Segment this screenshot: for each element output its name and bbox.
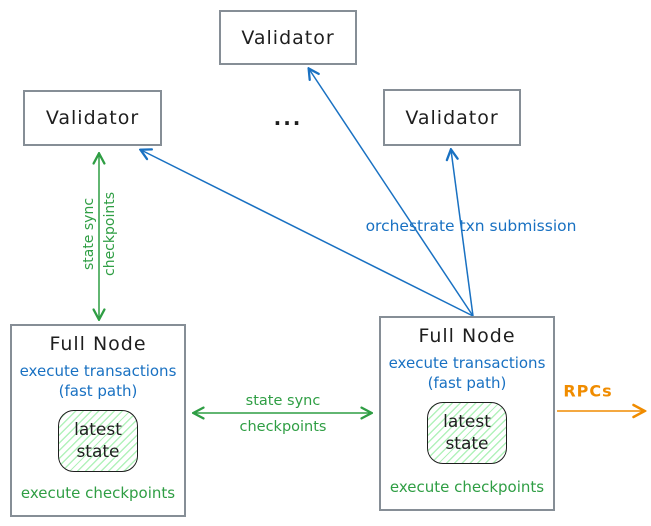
- full-node-box-right: Full Node execute transactions (fast pat…: [379, 316, 555, 511]
- validator-box-right: Validator: [383, 89, 521, 146]
- full-node-title: Full Node: [49, 333, 147, 355]
- validator-label: Validator: [405, 106, 499, 129]
- latest-state-box: latest state: [427, 402, 507, 464]
- state-sync-horizontal-label-line2: checkpoints: [239, 419, 327, 435]
- validator-label: Validator: [241, 26, 335, 49]
- execute-checkpoints-label: execute checkpoints: [389, 478, 545, 496]
- execute-transactions-label: execute transactions: [19, 362, 177, 380]
- state-sync-vertical-label-line2: checkpoints: [102, 192, 118, 276]
- state-sync-horizontal-label: state sync checkpoints: [240, 388, 327, 440]
- state-sync-vertical-label-line1: state sync: [81, 197, 97, 271]
- rpcs-label: RPCs: [563, 381, 613, 401]
- orchestrate-txn-submission-label: orchestrate txn submission: [365, 217, 577, 235]
- orchestrate-arrow-to-top-validator: [309, 69, 474, 317]
- execute-transactions-label: execute transactions: [388, 354, 546, 372]
- validator-box-left: Validator: [23, 90, 162, 146]
- full-node-box-left: Full Node execute transactions (fast pat…: [10, 324, 186, 517]
- latest-state-line2: state: [76, 442, 120, 462]
- state-sync-vertical-label: state sync checkpoints: [79, 192, 121, 276]
- orchestrate-arrow-to-right-validator: [451, 150, 474, 317]
- validators-ellipsis: ...: [273, 106, 303, 130]
- latest-state-line2: state: [445, 434, 489, 454]
- state-sync-horizontal-label-line1: state sync: [245, 393, 321, 409]
- latest-state-box: latest state: [58, 410, 138, 472]
- validator-box-top: Validator: [219, 10, 357, 65]
- latest-state-line1: latest: [74, 420, 122, 440]
- fast-path-label: (fast path): [58, 382, 138, 400]
- execute-checkpoints-label: execute checkpoints: [20, 484, 176, 502]
- validator-label: Validator: [45, 107, 140, 129]
- fast-path-label: (fast path): [427, 374, 507, 392]
- full-node-title: Full Node: [418, 325, 516, 347]
- latest-state-line1: latest: [443, 412, 491, 432]
- orchestrate-arrow-to-left-validator: [141, 150, 474, 317]
